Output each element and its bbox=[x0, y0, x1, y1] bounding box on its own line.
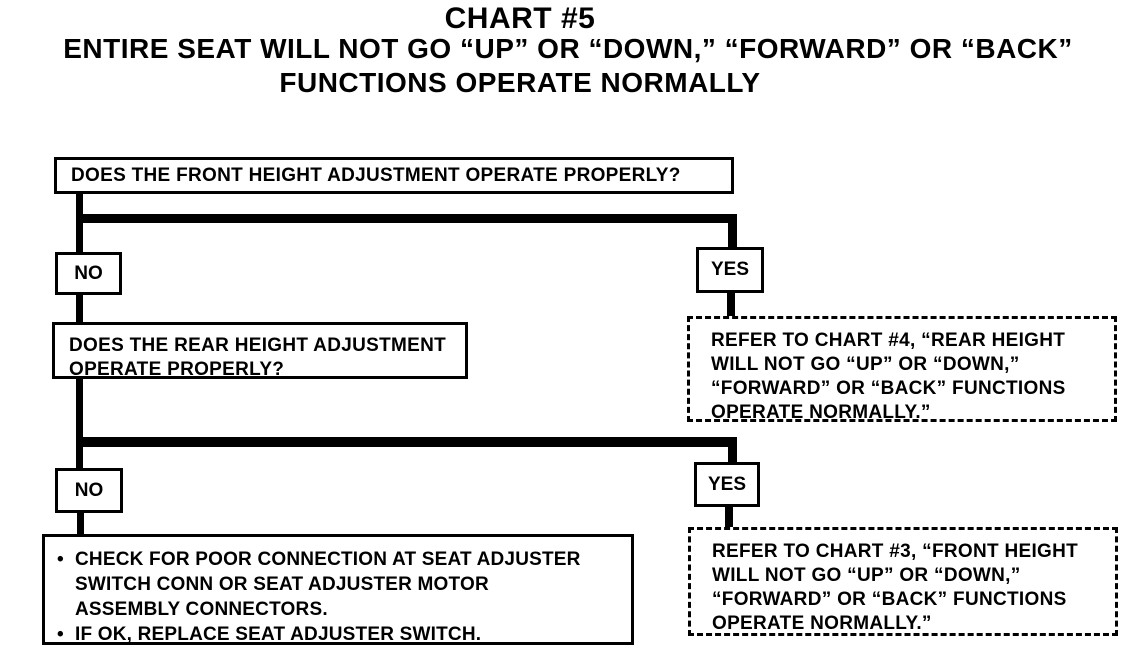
action-item-1-line-3: ASSEMBLY CONNECTORS. bbox=[75, 599, 328, 620]
branch-label-yes-1: YES bbox=[696, 247, 764, 293]
branch-label-yes-2: YES bbox=[694, 462, 760, 507]
refer-chart-3-line-1: REFER TO CHART #3, “FRONT HEIGHT bbox=[712, 541, 1079, 562]
refer-chart-3-line-4: OPERATE NORMALLY.” bbox=[712, 613, 932, 634]
page-subtitle-line-1: ENTIRE SEAT WILL NOT GO “UP” OR “DOWN,” … bbox=[63, 33, 1073, 64]
refer-chart-3-box: REFER TO CHART #3, “FRONT HEIGHT WILL NO… bbox=[688, 527, 1118, 636]
decision-box-rear-height-line-1: DOES THE REAR HEIGHT ADJUSTMENT bbox=[69, 335, 447, 356]
yes-1-label: YES bbox=[710, 259, 750, 280]
action-item-1-line-2: SWITCH CONN OR SEAT ADJUSTER MOTOR bbox=[75, 574, 489, 595]
connector-no1-to-q2 bbox=[76, 293, 83, 324]
page-subtitle-line-2: FUNCTIONS OPERATE NORMALLY bbox=[279, 67, 761, 98]
connector-yes2-to-refer3 bbox=[725, 504, 733, 530]
page-title: CHART #5 bbox=[444, 2, 596, 35]
branch-label-no-2: NO bbox=[55, 468, 123, 513]
connector-yes1-to-refer4 bbox=[727, 291, 735, 318]
refer-chart-3-line-2: WILL NOT GO “UP” OR “DOWN,” bbox=[712, 565, 1021, 586]
decision-box-front-height: DOES THE FRONT HEIGHT ADJUSTMENT OPERATE… bbox=[54, 157, 734, 194]
no-2-label: NO bbox=[74, 479, 104, 501]
connector-q2-down bbox=[76, 376, 83, 470]
bullet-marker: • bbox=[57, 549, 64, 570]
action-item-1-line-1: CHECK FOR POOR CONNECTION AT SEAT ADJUST… bbox=[75, 549, 581, 570]
connector-no2-to-action bbox=[77, 510, 84, 536]
connector-branch1-horizontal bbox=[76, 214, 737, 223]
decision-box-front-height-text: DOES THE FRONT HEIGHT ADJUSTMENT OPERATE… bbox=[71, 164, 681, 186]
branch-label-no-1: NO bbox=[55, 252, 122, 295]
connector-branch2-yes-drop bbox=[728, 437, 737, 465]
refer-chart-3-line-3: “FORWARD” OR “BACK” FUNCTIONS bbox=[712, 589, 1067, 610]
connector-branch2-horizontal bbox=[76, 437, 737, 447]
no-1-label: NO bbox=[74, 262, 103, 284]
refer-chart-4-line-2: WILL NOT GO “UP” OR “DOWN,” bbox=[711, 354, 1020, 375]
refer-chart-4-line-3: “FORWARD” OR “BACK” FUNCTIONS bbox=[711, 378, 1066, 399]
yes-2-label: YES bbox=[707, 473, 747, 495]
decision-box-rear-height: DOES THE REAR HEIGHT ADJUSTMENT OPERATE … bbox=[52, 322, 468, 380]
action-item-2-line-1: IF OK, REPLACE SEAT ADJUSTER SWITCH. bbox=[75, 624, 482, 645]
bullet-marker: • bbox=[57, 624, 64, 645]
action-box-check-connections: • CHECK FOR POOR CONNECTION AT SEAT ADJU… bbox=[42, 534, 634, 645]
connector-branch1-yes-drop bbox=[728, 214, 737, 250]
refer-chart-4-line-1: REFER TO CHART #4, “REAR HEIGHT bbox=[711, 330, 1066, 351]
decision-box-rear-height-line-2: OPERATE PROPERLY? bbox=[69, 359, 285, 380]
refer-chart-4-line-4: OPERATE NORMALLY.” bbox=[711, 402, 931, 423]
refer-chart-4-box: REFER TO CHART #4, “REAR HEIGHT WILL NOT… bbox=[687, 316, 1117, 423]
